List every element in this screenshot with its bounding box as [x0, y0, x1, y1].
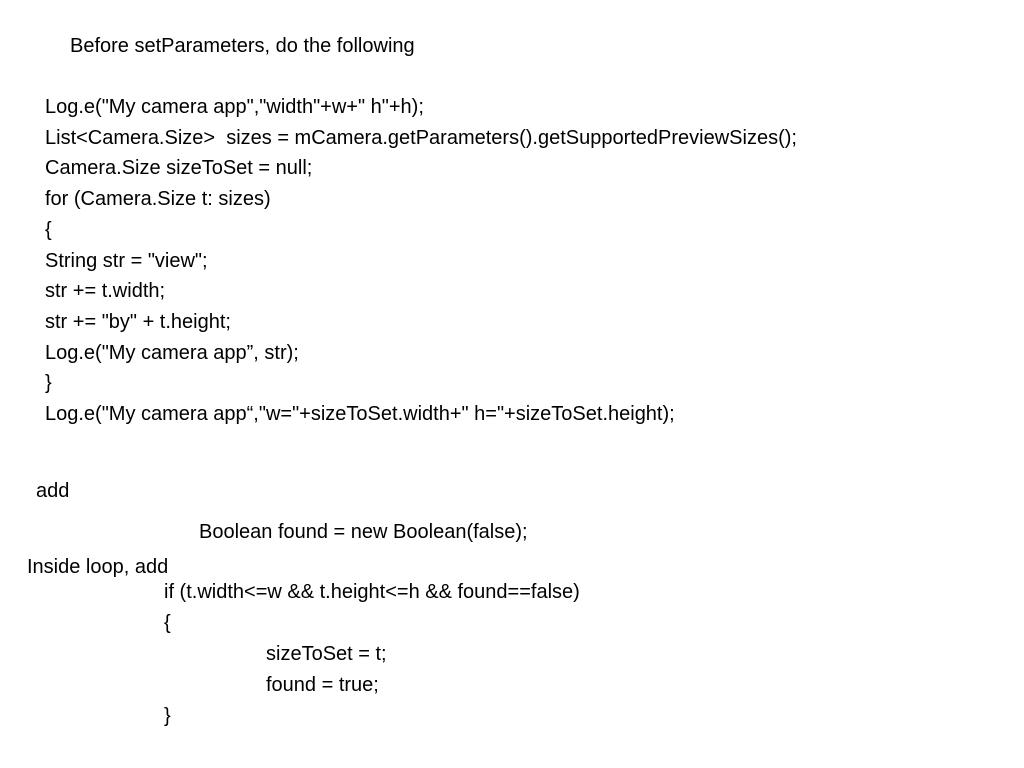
code-line: Camera.Size sizeToSet = null; — [45, 157, 313, 179]
code-line: Log.e("My camera app","width"+w+" h"+h); — [45, 96, 424, 118]
code-line: for (Camera.Size t: sizes) — [45, 188, 271, 210]
code-line: { — [45, 219, 52, 241]
code-line-open-brace: { — [164, 612, 171, 634]
code-line: Log.e("My camera app“,"w="+sizeToSet.wid… — [45, 403, 675, 425]
code-line: Log.e("My camera app”, str); — [45, 342, 299, 364]
slide-heading: Before setParameters, do the following — [70, 35, 415, 57]
code-line: String str = "view"; — [45, 250, 208, 272]
code-line-if: if (t.width<=w && t.height<=h && found==… — [164, 581, 580, 603]
code-line-assign: sizeToSet = t; — [266, 643, 387, 665]
code-line-found: found = true; — [266, 674, 379, 696]
add-code-line: Boolean found = new Boolean(false); — [199, 521, 528, 543]
code-line-close-brace: } — [164, 705, 171, 727]
code-line: List<Camera.Size> sizes = mCamera.getPar… — [45, 127, 797, 149]
add-label: add — [36, 480, 70, 502]
inside-loop-label: Inside loop, add — [27, 556, 169, 578]
code-line: str += "by" + t.height; — [45, 311, 231, 333]
code-line: } — [45, 372, 52, 394]
code-line: str += t.width; — [45, 280, 166, 302]
